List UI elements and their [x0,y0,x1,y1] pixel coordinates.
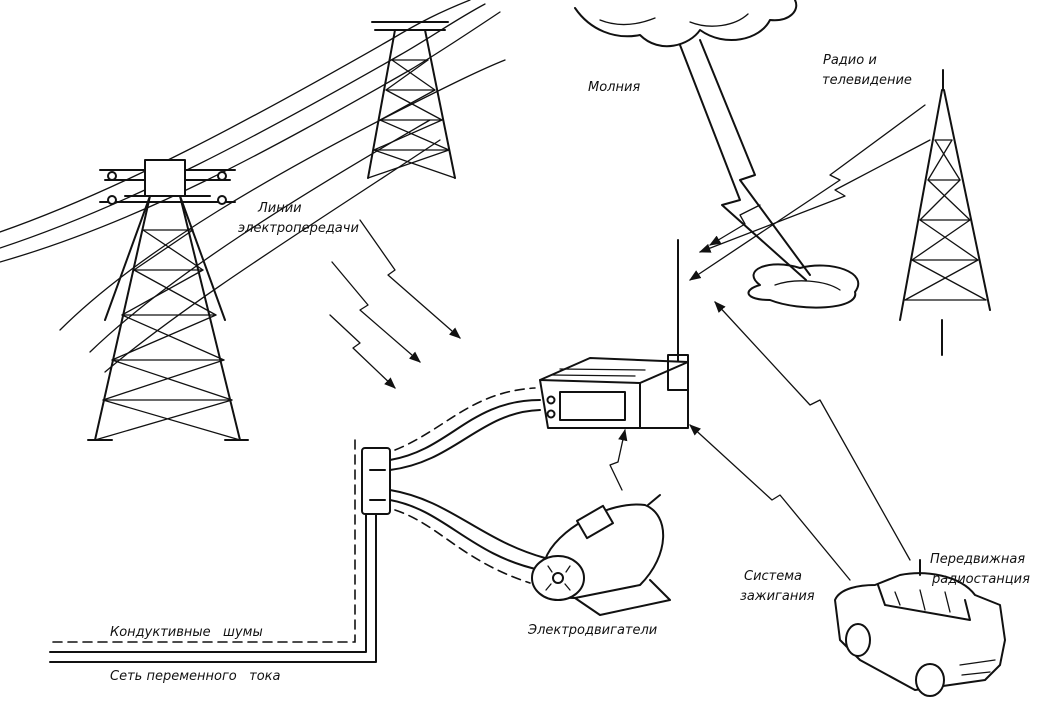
electric-motor [531,494,671,616]
label-radio-tv-2: телевидение [822,73,912,88]
label-radio-tv-1: Радио и [823,53,877,68]
junction-box [361,447,391,515]
interference-arrows [329,104,931,581]
label-mobile-radio-1: Передвижная [930,552,1025,567]
label-lightning: Молния [588,80,640,95]
ground-puddle [747,263,859,309]
label-conductive-noise: Кондуктивные шумы [110,625,263,640]
lightning-bolts [679,39,811,281]
label-ignition-1: Система [744,569,802,584]
label-power-lines-2: электропередачи [238,221,359,236]
label-mobile-radio-2: радиостанция [931,572,1030,587]
car [834,559,1006,697]
thundercloud [574,0,798,48]
pylon-back [367,21,456,179]
label-ignition-2: зажигания [740,589,815,604]
label-motors: Электродвигатели [527,623,657,638]
radio-tv-tower [899,69,991,356]
labels: Линии электропередачи Молния Радио и тел… [110,53,1030,684]
power-line-wires [0,0,506,373]
cables [49,387,546,663]
receiver-unit [539,239,689,429]
pylon-front [87,159,249,441]
label-power-lines-1: Линии [257,201,302,216]
label-ac-network: Сеть переменного тока [110,669,281,684]
